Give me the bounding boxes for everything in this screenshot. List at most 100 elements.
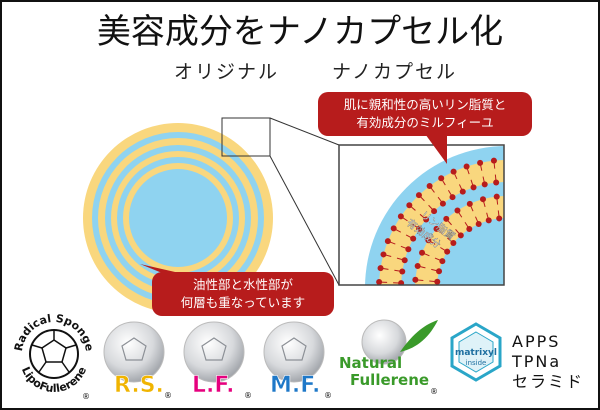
lipid-head (423, 216, 430, 223)
lipid-head (398, 292, 404, 298)
logo-lf: L.F. ® (183, 321, 252, 400)
ingredient-item: APPS (512, 332, 561, 351)
lipid-head (475, 220, 482, 227)
lipid-head (406, 202, 413, 209)
matrixyl-inside-label: inside (466, 359, 487, 367)
lipid-head (426, 183, 433, 190)
lipid-head (431, 208, 438, 215)
lipid-head (443, 215, 450, 222)
lipid-head (376, 279, 383, 285)
callout-line: 有効成分のミルフィーユ (356, 115, 494, 130)
rs-label: R.S. (114, 373, 164, 398)
logo-natural-fullerene: Natural Fullerene ® (339, 319, 438, 396)
lipid-head (450, 168, 457, 175)
lipid-head (505, 157, 511, 163)
zoom-connector-line (269, 117, 340, 146)
lipid-head (477, 159, 484, 166)
lipid-head (485, 217, 492, 224)
lipid-head (415, 192, 422, 199)
logo-radical-sponge: Radical Sponge LipoFullerene ® (12, 312, 96, 401)
lipid-head (436, 268, 443, 275)
page-title: 美容成分をナノカプセル化 (96, 12, 504, 52)
logo-rs: R.S. ® (103, 321, 172, 400)
registered-mark: ® (430, 387, 438, 396)
lipid-head (412, 276, 419, 283)
lipid-head (401, 257, 408, 264)
lipid-head (425, 237, 432, 244)
lipid-head (496, 215, 503, 222)
lipid-head (416, 225, 423, 232)
lipid-head (463, 163, 470, 170)
lipid-head (434, 289, 440, 295)
lipid-head (398, 280, 405, 285)
ingredient-list: APPS TPNa セラミド (512, 332, 584, 392)
fullerene-label: Fullerene (350, 371, 429, 389)
lipid-head (380, 251, 387, 258)
lipid-head (449, 194, 456, 201)
lipid-head (405, 246, 412, 253)
lipid-head (434, 278, 441, 285)
capsule-layer (129, 169, 227, 267)
registered-mark: ® (324, 391, 332, 400)
lipid-head (481, 181, 488, 188)
callout-line: 肌に親和性の高いリン脂質と (343, 97, 507, 112)
subtitle-nanocapsule: ナノカプセル (332, 61, 458, 83)
callout-layers: 油性部と水性部が 何層も重なっています (152, 272, 334, 316)
registered-mark: ® (164, 391, 172, 400)
lipid-head (390, 225, 397, 232)
lipid-head (493, 179, 500, 186)
lipid-head (459, 188, 466, 195)
lipid-head (397, 213, 404, 220)
lipid-tail (415, 293, 423, 294)
leaf-icon (400, 320, 438, 352)
lipid-head (444, 248, 451, 255)
lipid-head (412, 291, 418, 297)
lipid-head (399, 268, 406, 275)
logo-matrixyl: matrixyl inside (450, 322, 502, 382)
lipid-head (505, 179, 511, 185)
lipid-head (439, 200, 446, 207)
lipid-head (414, 262, 421, 269)
lipid-head (433, 225, 440, 232)
lipid-head (479, 196, 486, 203)
lipid-head (384, 238, 391, 245)
lipid-head (508, 193, 514, 199)
registered-mark: ® (244, 391, 252, 400)
lipid-head (507, 215, 513, 221)
logo-mf: M.F. ® (263, 321, 332, 400)
lipid-head (377, 265, 384, 272)
callout-line: 油性部と水性部が (192, 277, 293, 292)
natural-label: Natural (339, 354, 402, 372)
ingredient-item: セラミド (512, 372, 585, 391)
lipid-head (376, 293, 382, 299)
lipid-tail (379, 296, 387, 297)
lipid-head (419, 249, 426, 256)
callout-tail (420, 127, 447, 164)
zoom-frame (338, 144, 505, 286)
lipid-head (454, 207, 461, 214)
lipid-head (466, 226, 473, 233)
callout-phospholipid: 肌に親和性の高いリン脂質と 有効成分のミルフィーユ (318, 92, 532, 136)
lipid-tail (429, 292, 437, 293)
lipid-head (490, 157, 497, 164)
lipid-head (439, 258, 446, 265)
lipid-head (438, 175, 445, 182)
lipid-head (410, 235, 417, 242)
lipid-head (493, 193, 500, 200)
capsule-diagram (83, 123, 273, 313)
lipid-head (466, 200, 473, 207)
ingredient-item: TPNa (512, 352, 562, 371)
lf-label: L.F. (192, 373, 235, 398)
lipid-head (450, 240, 457, 247)
zoom-connector-line (269, 155, 340, 286)
subtitle-original: オリジナル (174, 61, 280, 83)
lipid-tail (393, 295, 401, 296)
zoom-selection-box (221, 117, 271, 157)
lipid-head (470, 184, 477, 191)
mf-label: M.F. (270, 373, 320, 398)
callout-line: 何層も重なっています (180, 295, 306, 310)
matrixyl-label: matrixyl (455, 348, 497, 358)
